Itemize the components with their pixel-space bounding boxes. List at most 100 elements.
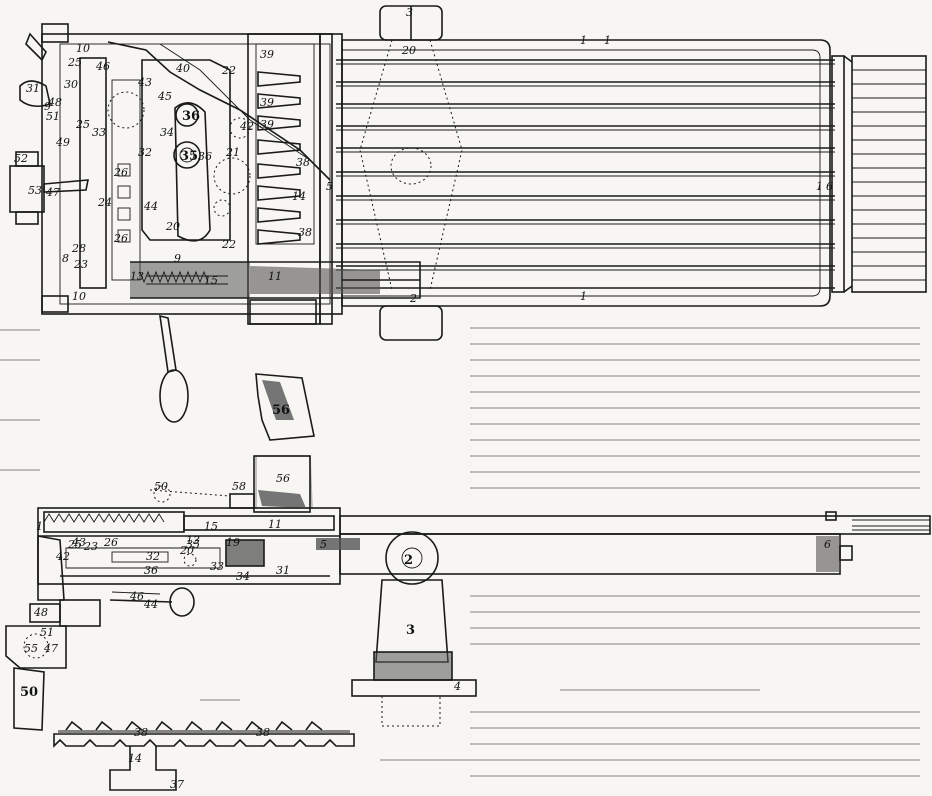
- label-top-46: 46: [95, 60, 110, 73]
- label-top-52: 52: [14, 152, 28, 165]
- label-side-38a: 38: [134, 726, 148, 739]
- label-top-44: 44: [143, 200, 158, 213]
- label-top-1c: 1: [816, 180, 823, 193]
- part-number-labels: 1 1 1 1 2 3 5 6 8 9 9 10 10 11 13 14 15 …: [14, 6, 833, 791]
- side-view: [5, 455, 931, 731]
- label-side-38b: 38: [256, 726, 270, 739]
- cooling-fins: [336, 59, 835, 289]
- label-top-49: 49: [55, 136, 70, 149]
- label-side-36: 36: [144, 564, 158, 577]
- label-top-42: 42: [239, 120, 254, 133]
- label-top-43: 43: [137, 76, 152, 89]
- label-side-1: 1: [36, 520, 43, 533]
- label-top-22b: 22: [221, 238, 236, 251]
- label-top-5: 5: [326, 180, 333, 193]
- label-top-32: 32: [138, 146, 152, 159]
- label-top-38a: 38: [298, 226, 312, 239]
- label-top-30: 30: [64, 78, 78, 91]
- detail-56-fragment: [255, 373, 315, 441]
- label-side-25: 25: [67, 538, 82, 551]
- label-top-33: 33: [92, 126, 106, 139]
- trunnion: [385, 531, 439, 585]
- label-side-46: 46: [129, 590, 144, 603]
- label-top-36a: 36: [182, 109, 200, 124]
- label-top-10b: 10: [72, 290, 86, 303]
- label-side-14: 14: [128, 752, 142, 765]
- label-top-25b: 25: [75, 118, 90, 131]
- label-side-56: 56: [276, 472, 290, 485]
- label-top-3: 3: [406, 6, 413, 19]
- background-text-lines: [0, 327, 920, 777]
- label-top-8: 8: [62, 252, 69, 265]
- label-top-40: 40: [175, 62, 190, 75]
- label-top-26a: 26: [113, 166, 128, 179]
- rear-grip-side: [5, 535, 101, 731]
- label-top-6: 6: [826, 180, 833, 193]
- label-top-48: 48: [47, 96, 62, 109]
- label-top-15: 15: [204, 274, 218, 287]
- label-top-13: 13: [130, 270, 144, 283]
- feed-block-side: [253, 455, 311, 513]
- label-side-26: 26: [103, 536, 118, 549]
- barrel: [339, 515, 931, 535]
- label-side-23: 23: [83, 540, 98, 553]
- label-top-35: 35: [180, 149, 198, 164]
- trunnion-clamp: [359, 5, 463, 341]
- label-side-6: 6: [824, 538, 831, 551]
- label-side-11: 11: [268, 518, 282, 531]
- water-jacket: [341, 39, 831, 307]
- muzzle-radiator: [831, 55, 927, 293]
- label-top-25a: 25: [67, 56, 82, 69]
- receiver-inner-wall: [59, 43, 331, 305]
- label-top-10a: 10: [76, 42, 90, 55]
- label-top-38b: 38: [296, 156, 310, 169]
- rear-grips: [9, 23, 89, 313]
- label-top-28: 28: [71, 242, 86, 255]
- label-side-19: 19: [226, 536, 240, 549]
- label-side-34: 34: [236, 570, 250, 583]
- feed-rail-detail: [53, 720, 355, 791]
- label-top-21: 21: [225, 146, 240, 159]
- label-side-33: 33: [210, 560, 224, 573]
- label-side-48: 48: [33, 606, 48, 619]
- label-top-24: 24: [97, 196, 112, 209]
- receiver-mechanism: [79, 41, 331, 289]
- label-side-4: 4: [453, 680, 461, 693]
- top-view: [9, 5, 927, 441]
- label-side-31: 31: [276, 564, 290, 577]
- label-top-20b: 20: [401, 44, 416, 57]
- label-side-42: 42: [55, 550, 70, 563]
- label-side-20: 20: [179, 544, 194, 557]
- label-side-2: 2: [404, 553, 413, 568]
- label-side-3: 3: [406, 623, 415, 638]
- label-top-56: 56: [272, 403, 290, 418]
- crank-side: [109, 587, 195, 617]
- label-side-35: 35: [186, 538, 200, 551]
- label-side-43: 43: [71, 536, 86, 549]
- tripod-post: [375, 579, 449, 663]
- label-top-36b: 36: [198, 150, 212, 163]
- label-top-39a: 39: [260, 48, 274, 61]
- label-top-1a: 1: [580, 34, 587, 47]
- label-side-44: 44: [143, 598, 158, 611]
- label-top-53: 53: [28, 184, 42, 197]
- label-side-51: 51: [40, 626, 54, 639]
- label-side-55: 55: [24, 642, 38, 655]
- label-side-5: 5: [320, 538, 327, 551]
- label-side-47: 47: [43, 642, 58, 655]
- label-top-39c: 39: [260, 118, 274, 131]
- label-top-51: 51: [46, 110, 60, 123]
- label-top-1b: 1: [580, 290, 587, 303]
- label-top-26b: 26: [113, 232, 128, 245]
- label-top-11: 11: [268, 270, 282, 283]
- label-side-37: 37: [170, 778, 184, 791]
- label-top-47: 47: [45, 186, 60, 199]
- label-top-9a: 9: [174, 252, 181, 265]
- label-top-9b: 9: [44, 100, 51, 113]
- label-top-14: 14: [292, 190, 306, 203]
- label-top-31: 31: [26, 82, 40, 95]
- label-side-13: 13: [186, 534, 200, 547]
- label-side-50a: 50: [20, 685, 38, 700]
